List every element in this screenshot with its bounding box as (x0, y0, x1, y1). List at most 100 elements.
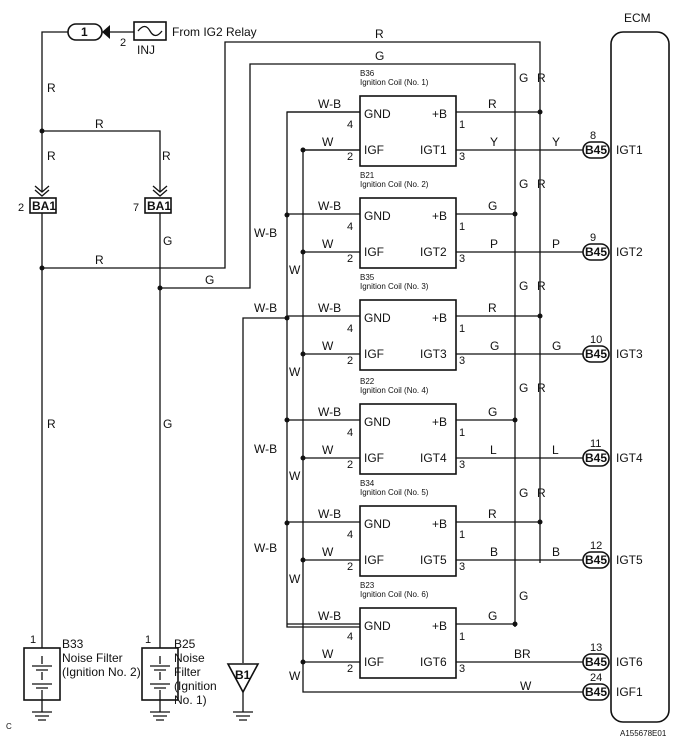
wire-label-w: W (289, 669, 301, 683)
coil-pin-igf: IGF (364, 143, 384, 157)
coil-pin-num: 1 (459, 427, 465, 439)
ecm-pin-num: 24 (590, 672, 602, 684)
coil-box (359, 607, 457, 679)
wire-label-w: W (322, 339, 334, 353)
ecm-pin-name: IGT4 (616, 451, 643, 465)
ecm-conn: B45 (585, 143, 607, 157)
coil-pin-igf: IGF (364, 347, 384, 361)
coil-desc: Ignition Coil (No. 4) (360, 386, 429, 395)
coil-pin-pb: +B (432, 311, 447, 325)
wire-label-wb: W-B (318, 97, 341, 111)
wire-label-g: G (163, 234, 172, 248)
wire-label-w: W (289, 263, 301, 277)
ecm-conn: B45 (585, 347, 607, 361)
wire-label-igf-w: W (520, 679, 532, 693)
ecm-pin-num: 13 (590, 642, 602, 654)
coil-pin-num: 3 (459, 355, 465, 367)
ecm-title: ECM (624, 11, 651, 25)
wire-label-igt: B (552, 545, 560, 559)
filter-line: Filter (174, 665, 201, 679)
wire-label-g: G (519, 71, 528, 85)
ba1-name: BA1 (32, 199, 56, 213)
wire-label-wb: W-B (318, 301, 341, 315)
coil-pin-gnd: GND (364, 415, 391, 429)
wire-label-igt: B (490, 545, 498, 559)
wire-label-pb: R (488, 97, 497, 111)
wire-label-w: W (322, 135, 334, 149)
coil-desc: Ignition Coil (No. 6) (360, 590, 429, 599)
coil-pin-num: 3 (459, 663, 465, 675)
ecm-pin-num: 8 (590, 130, 596, 142)
ba1-pin: 2 (18, 202, 24, 214)
coil-pin-igt: IGT6 (420, 655, 447, 669)
ground-icon (32, 711, 52, 721)
filter-line: (Ignition No. 2) (62, 665, 141, 679)
wire-label-w: W (289, 469, 301, 483)
wire-label-igt: BR (514, 647, 531, 661)
coil-desc: Ignition Coil (No. 2) (360, 180, 429, 189)
wire-label-igt: G (490, 339, 499, 353)
wire-label-wb: W-B (318, 199, 341, 213)
coil-desc: Ignition Coil (No. 1) (360, 78, 429, 87)
fuse-icon (137, 25, 163, 37)
ecm-pin-num: 9 (590, 232, 596, 244)
filter-pin: 1 (30, 634, 36, 646)
ecm-pin-name: IGT6 (616, 655, 643, 669)
fuse-name: INJ (137, 43, 155, 57)
ground-icon (150, 711, 170, 721)
wire-label-g: G (519, 486, 528, 500)
ecm-pin-name: IGT2 (616, 245, 643, 259)
wire-label-igt: L (490, 443, 497, 457)
coil-box (359, 95, 457, 167)
coil-pin-num: 3 (459, 253, 465, 265)
wire-label-g: G (205, 273, 214, 287)
coil-pin-num: 1 (459, 631, 465, 643)
wire-label-wb: W-B (254, 541, 277, 555)
wire-label-g: G (375, 49, 384, 63)
wire-label-r: R (47, 149, 56, 163)
wire-label-wb: W-B (254, 301, 277, 315)
wire-label-w: W (322, 443, 334, 457)
wire-label-g: G (163, 417, 172, 431)
ecm-pin-num: 11 (590, 438, 601, 450)
coil-pin-igf: IGF (364, 655, 384, 669)
coil-code: B36 (360, 69, 375, 78)
wire-label-w: W (322, 545, 334, 559)
capacitor-icon (32, 656, 52, 700)
coil-pin-igf: IGF (364, 245, 384, 259)
wire-label-igt: P (490, 237, 498, 251)
coil-box (359, 197, 457, 269)
wire-label-r: R (95, 253, 104, 267)
coil-pin-igt: IGT5 (420, 553, 447, 567)
connector-chevron-icon (152, 185, 168, 197)
wire-label-r: R (375, 27, 384, 41)
coil-box (359, 505, 457, 577)
coil-box (359, 299, 457, 371)
filter-line: (Ignition (174, 679, 217, 693)
coil-pin-gnd: GND (364, 517, 391, 531)
filter-line: No. 1) (174, 693, 207, 707)
coil-pin-num: 2 (347, 561, 353, 573)
ecm-pin-num: 12 (590, 540, 602, 552)
wire-label-r: R (95, 117, 104, 131)
coil-pin-igt: IGT1 (420, 143, 447, 157)
filter-pin: 1 (145, 634, 151, 646)
coil-code: B21 (360, 171, 375, 180)
wire-label-pb: R (488, 301, 497, 315)
coil-pin-num: 2 (347, 663, 353, 675)
wire-label-g: G (519, 279, 528, 293)
ecm-pin-num: 10 (590, 334, 602, 346)
wire-label-r: R (537, 486, 546, 500)
ecm-pin-name: IGT3 (616, 347, 643, 361)
ecm-pin-name: IGT1 (616, 143, 643, 157)
filter-line: Noise (174, 651, 205, 665)
wire-label-r: R (47, 417, 56, 431)
coil-pin-num: 4 (347, 631, 353, 643)
coil-pin-num: 4 (347, 323, 353, 335)
